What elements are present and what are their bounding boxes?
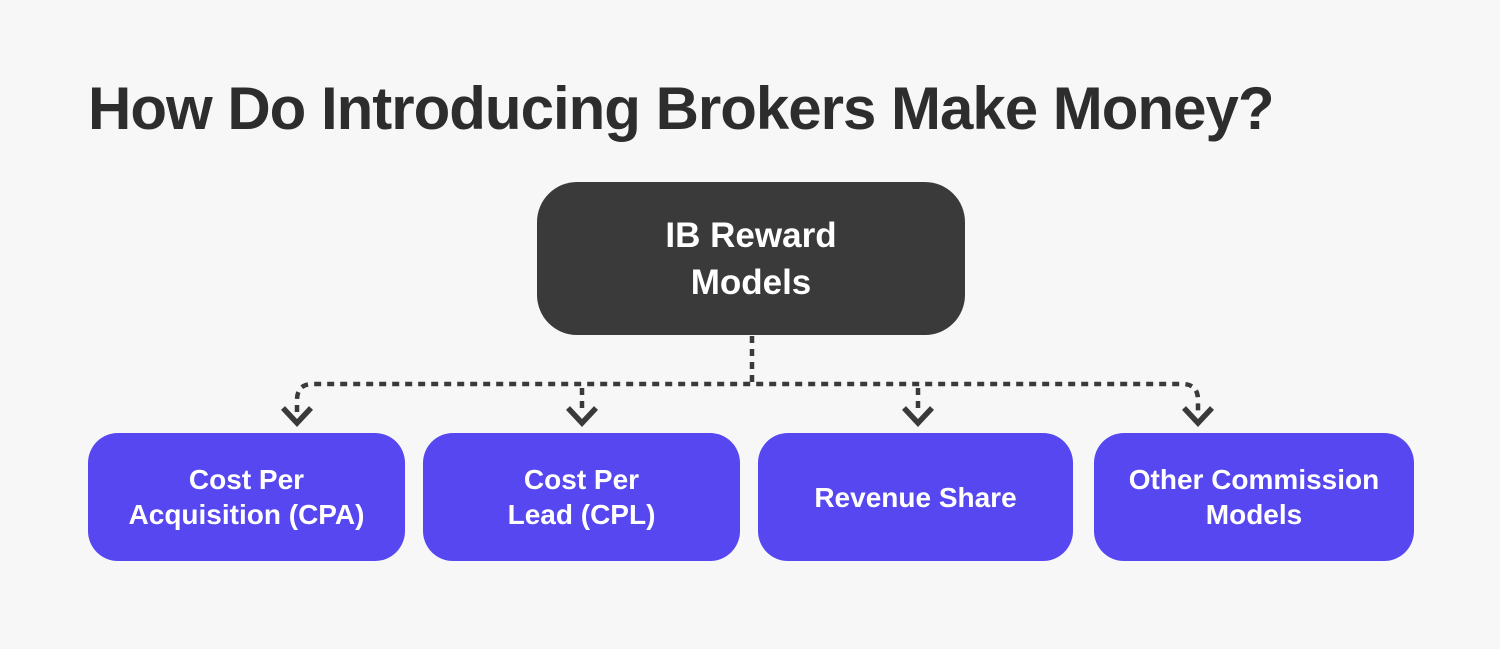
root-node-label-line-2: Models [690,262,812,302]
child-node-other-commission-models: Other Commission Models [1094,433,1414,561]
arrow-down-icon [565,406,599,428]
child-node-label-line-2: Models [1205,499,1303,530]
root-node-label-line-1: IB Reward [665,215,837,255]
root-node-ib-reward-models: IB Reward Models [537,182,965,335]
child-node-label-line-2: Lead (CPL) [507,499,656,530]
page-title: How Do Introducing Brokers Make Money? [88,75,1274,142]
child-node-label-line-1: Revenue Share [814,481,1017,513]
arrow-down-icon [901,406,935,428]
child-node-label-line-1: Cost Per [523,464,640,495]
child-node-cost-per-acquisition: Cost Per Acquisition (CPA) [88,433,405,561]
connector-rail [294,381,1201,412]
child-node-cost-per-lead: Cost Per Lead (CPL) [423,433,740,561]
arrow-down-icon [280,406,314,428]
child-node-label-line-2: Acquisition (CPA) [128,499,365,530]
child-node-label-line-1: Cost Per [188,464,305,495]
child-node-label-line-1: Other Commission [1128,464,1380,495]
arrow-down-icon [1181,406,1215,428]
child-node-revenue-share: Revenue Share [758,433,1073,561]
